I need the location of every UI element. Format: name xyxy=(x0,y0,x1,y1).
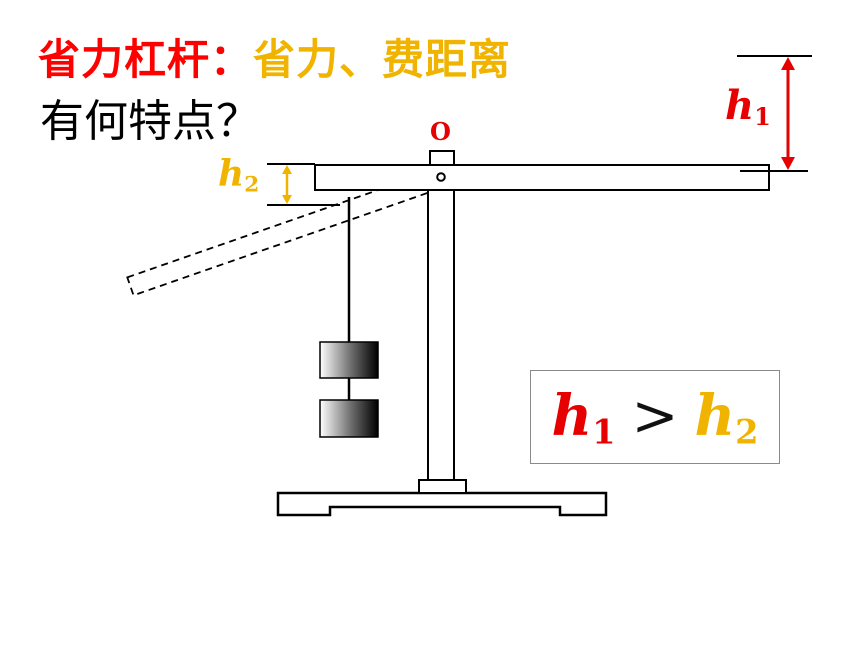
pivot-label: O xyxy=(430,117,451,146)
h2-label: h2 xyxy=(218,153,260,198)
horizontal-lever xyxy=(314,164,770,191)
stand-pole xyxy=(427,189,455,481)
h1-label: h1 xyxy=(725,82,771,131)
h1-arrow xyxy=(781,57,795,170)
weight-bottom xyxy=(319,399,379,438)
heading-title: 省力杠杆：省力、费距离 xyxy=(38,32,511,88)
heading-characteristics: 省力、费距离 xyxy=(253,35,512,84)
question-text: 有何特点？ xyxy=(40,96,260,147)
stand-base xyxy=(276,491,608,517)
comparison-operator: > xyxy=(631,384,679,449)
pivot-cap xyxy=(429,150,455,166)
comparison-h1: h1 xyxy=(551,383,616,452)
tilted-lever xyxy=(126,165,454,297)
comparison-formula: h1>h2 xyxy=(531,379,779,468)
weight-top xyxy=(319,341,379,379)
pivot-point xyxy=(436,172,446,182)
stand-foot xyxy=(418,479,467,494)
comparison-h2: h2 xyxy=(694,383,759,452)
h2-arrow xyxy=(282,165,292,204)
heading-lever-type: 省力杠杆： xyxy=(38,35,254,84)
comparison-box: h1>h2 xyxy=(530,370,780,464)
